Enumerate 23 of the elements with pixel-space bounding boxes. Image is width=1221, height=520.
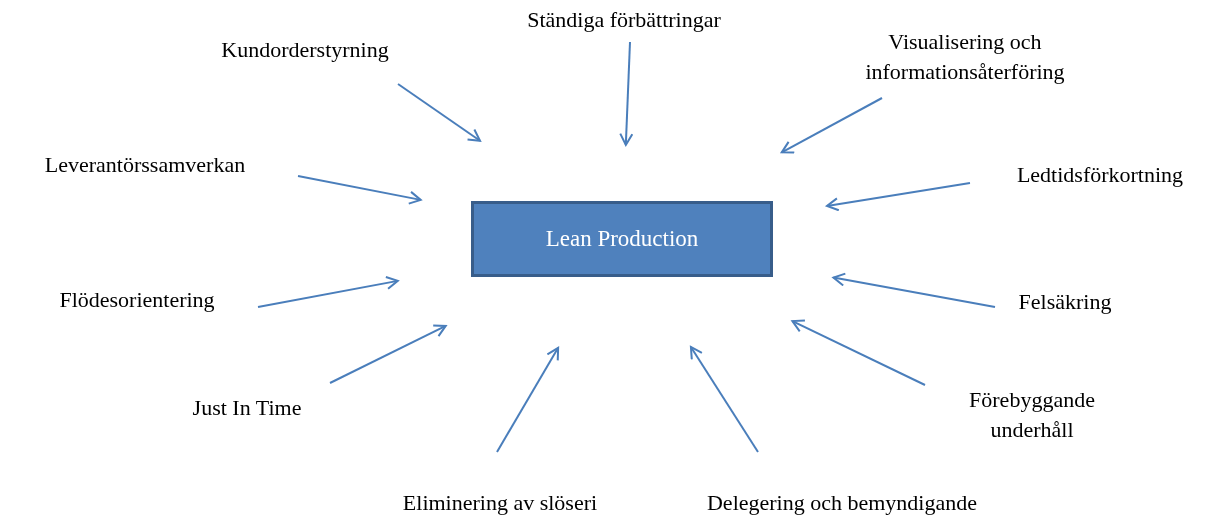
- arrow: [791, 319, 926, 386]
- topic-label: Visualisering och informationsåterföring: [820, 27, 1110, 87]
- arrow: [496, 346, 560, 453]
- arrow: [689, 345, 759, 453]
- topic-label: Just In Time: [157, 393, 337, 423]
- arrow: [397, 83, 481, 142]
- topic-label: Felsäkring: [990, 287, 1140, 317]
- topic-label: Flödesorientering: [17, 285, 257, 315]
- topic-label: Kundorderstyrning: [175, 35, 435, 65]
- arrow: [329, 324, 447, 384]
- arrow: [832, 272, 996, 308]
- arrow: [257, 276, 399, 308]
- topic-label: Förebyggande underhåll: [932, 385, 1132, 445]
- topic-label: Delegering och bemyndigande: [672, 488, 1012, 518]
- arrow: [297, 175, 422, 205]
- arrow: [826, 182, 971, 212]
- topic-label: Leverantörssamverkan: [0, 150, 290, 180]
- arrow: [619, 41, 634, 146]
- topic-label: Ständiga förbättringar: [474, 5, 774, 35]
- topic-label: Ledtidsförkortning: [980, 160, 1220, 190]
- process-box: Lean Production: [471, 201, 773, 277]
- arrow: [780, 97, 883, 154]
- topic-label: Eliminering av slöseri: [365, 488, 635, 518]
